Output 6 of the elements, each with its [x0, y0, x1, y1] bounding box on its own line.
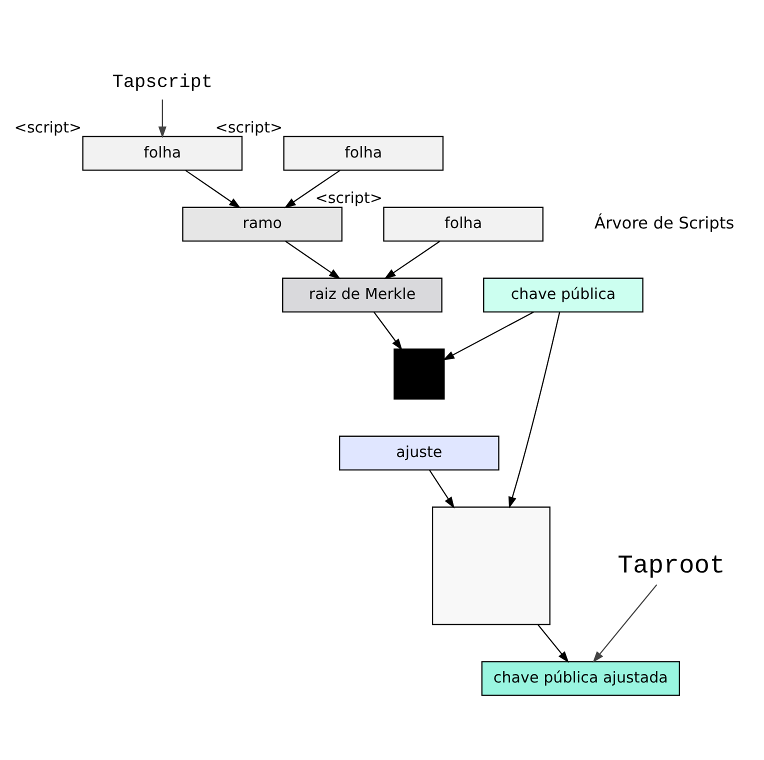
- node-text: Taproot: [618, 550, 725, 580]
- node-text: Tapscript: [112, 71, 213, 92]
- node-label: <script>: [14, 118, 82, 136]
- label: Árvore de Scripts: [594, 213, 734, 232]
- node-label: <script>: [215, 118, 283, 136]
- node-label: <script>: [315, 188, 383, 207]
